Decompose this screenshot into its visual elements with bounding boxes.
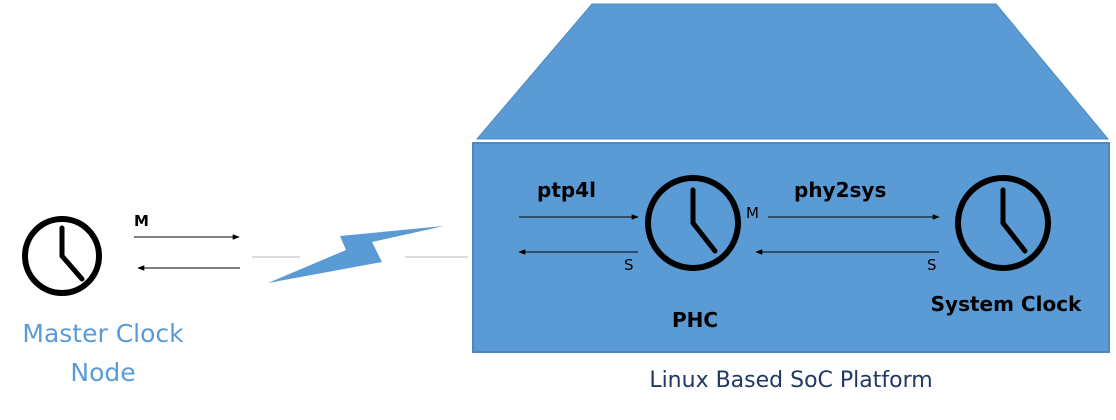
- ptp4l-label: ptp4l: [537, 178, 596, 202]
- phc-clock-icon: [645, 175, 741, 271]
- lightning-bolt-icon: [268, 226, 444, 283]
- system-clock-port-slave: S: [927, 256, 937, 274]
- phc-port-master: M: [746, 204, 759, 222]
- platform-housing: [472, 3, 1110, 353]
- phc-label: PHC: [672, 308, 718, 332]
- platform-label: Linux Based SoC Platform: [649, 368, 932, 393]
- system-clock-icon: [955, 175, 1051, 271]
- platform-box: [472, 142, 1110, 353]
- master-label-line2: Node: [70, 358, 135, 387]
- master-port-label: M: [134, 212, 149, 230]
- system-clock-label: System Clock: [931, 292, 1082, 316]
- platform-roof: [475, 3, 1110, 140]
- master-clock-icon: [22, 216, 102, 296]
- phc-port-slave: S: [624, 256, 634, 274]
- phy2sys-label: phy2sys: [794, 178, 886, 202]
- master-label-line1: Master Clock: [22, 319, 184, 348]
